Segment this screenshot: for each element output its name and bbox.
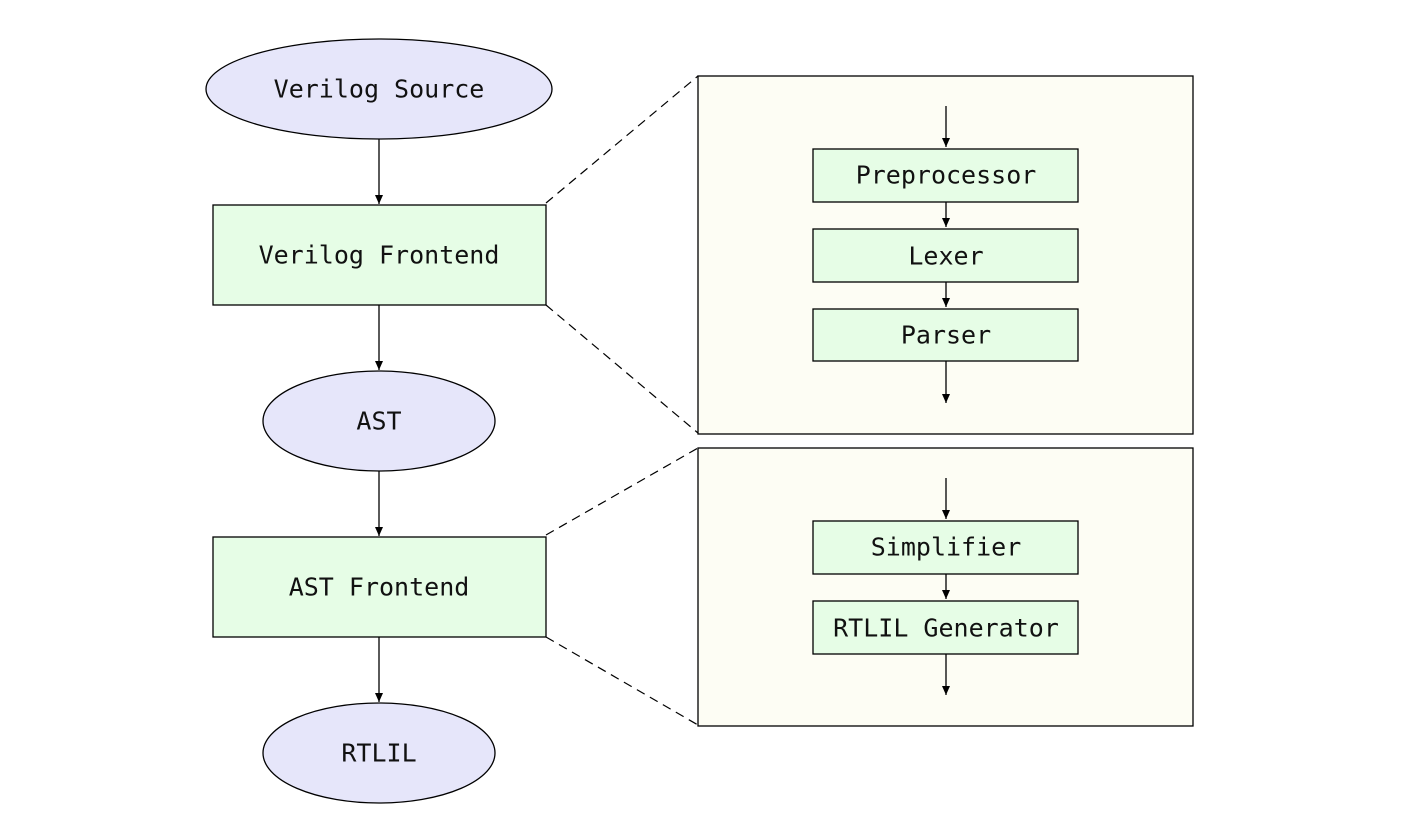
ast-ellipse: [262, 370, 496, 472]
lexer-label: Lexer: [908, 242, 983, 271]
rtlil-generator-label: RTLIL Generator: [833, 614, 1059, 643]
ast-label: AST: [356, 407, 401, 436]
zoom-lines-ast-frontend: [545, 447, 699, 726]
ast-frontend-detail-panel: Simplifier RTLIL Generator: [697, 447, 1194, 727]
preprocessor-label: Preprocessor: [856, 161, 1037, 190]
preprocessor-node: Preprocessor: [812, 148, 1079, 203]
rtlil-node: RTLIL: [262, 702, 496, 804]
parser-label: Parser: [901, 321, 991, 350]
verilog-frontend-detail-panel: Preprocessor Lexer Parser: [697, 75, 1194, 435]
ast-node: AST: [262, 370, 496, 472]
verilog-frontend-label: Verilog Frontend: [259, 241, 500, 270]
parser-box: [812, 308, 1079, 362]
ast-frontend-label: AST Frontend: [289, 573, 470, 602]
parser-node: Parser: [812, 308, 1079, 362]
lexer-box: [812, 228, 1079, 283]
rtlil-ellipse: [262, 702, 496, 804]
verilog-source-ellipse: [205, 38, 553, 140]
ast-frontend-box: [212, 536, 547, 638]
simplifier-box: [812, 520, 1079, 575]
rtlil-generator-box: [812, 600, 1079, 655]
verilog-source-label: Verilog Source: [274, 75, 485, 104]
zoom-lines-verilog-frontend: [545, 75, 699, 434]
simplifier-label: Simplifier: [871, 533, 1022, 562]
preprocessor-box: [812, 148, 1079, 203]
verilog-frontend-box: [212, 204, 547, 306]
simplifier-node: Simplifier: [812, 520, 1079, 575]
lexer-node: Lexer: [812, 228, 1079, 283]
ast-frontend-node: AST Frontend: [212, 536, 547, 638]
verilog-frontend-node: Verilog Frontend: [212, 204, 547, 306]
verilog-source-node: Verilog Source: [205, 38, 553, 140]
rtlil-label: RTLIL: [341, 739, 416, 768]
rtlil-generator-node: RTLIL Generator: [812, 600, 1079, 655]
